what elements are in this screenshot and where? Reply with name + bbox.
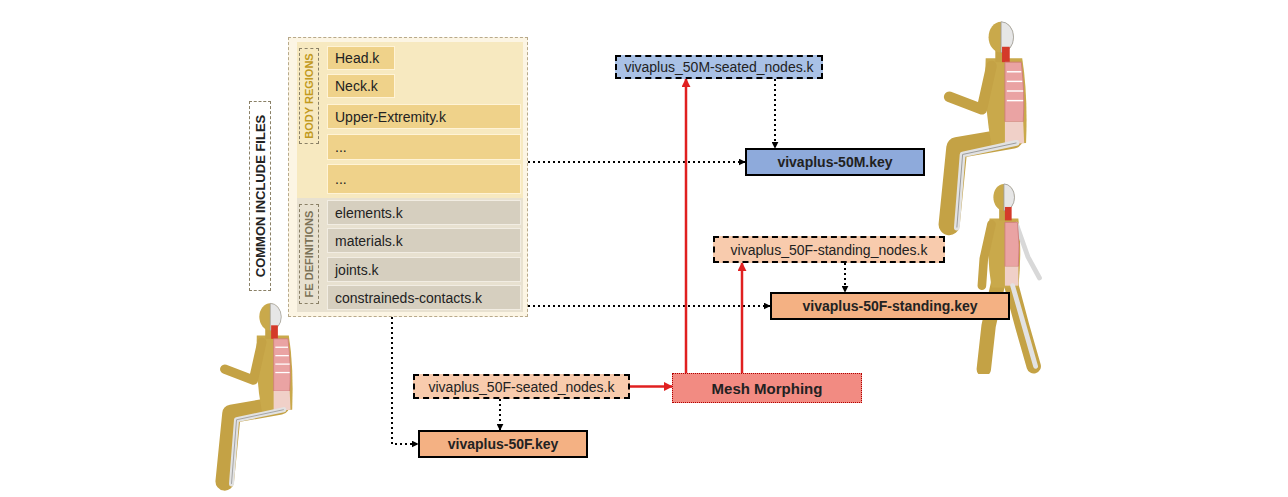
file-name: vivaplus_50M-seated_nodes.k [624,59,813,75]
morph-arrow [741,263,744,373]
seated-female-model [225,303,293,484]
include-file-cell: Head.k [327,46,395,70]
group-label-frame: BODY REGIONS [299,48,319,144]
key-file-box: vivaplus-50F.key [418,430,588,458]
file-name: Neck.k [335,78,378,94]
file-name: materials.k [335,233,403,249]
file-name: vivaplus-50M.key [777,154,892,170]
include-arrow [528,161,745,163]
file-name: Upper-Extremity.k [335,109,446,125]
group-label: BODY REGIONS [303,53,315,138]
file-group-band: elements.k materials.k joints.k constrained… [297,198,523,312]
panel-heading: COMMON INCLUDE FILES [253,115,268,278]
file-name: ... [335,139,347,155]
include-file-cell: materials.k [327,228,521,253]
file-name: joints.k [335,262,379,278]
process-box: Mesh Morphing [672,373,862,403]
seated-male-model [949,22,1026,228]
include-files-panel: Head.kNeck.kUpper-Extremity.k...... BODY … [288,37,528,317]
nodes-file-box: vivaplus_50F-seated_nodes.k [413,374,630,399]
include-file-cell: Neck.k [327,74,395,98]
morph-arrow [685,79,688,373]
key-file-box: vivaplus-50M.key [745,148,925,176]
file-name: vivaplus_50F-seated_nodes.k [428,379,614,395]
include-arrow [528,305,770,307]
file-name: elements.k [335,205,403,221]
file-name: vivaplus_50F-standing_nodes.k [731,242,928,258]
file-name: ... [335,171,347,187]
morph-arrow [630,385,672,388]
nodes-file-box: vivaplus_50F-standing_nodes.k [713,236,945,263]
include-file-cell: ... [327,164,521,194]
include-file-cell: constraineds-contacts.k [327,285,521,310]
file-name: vivaplus-50F-standing.key [802,298,977,314]
include-file-cell: Upper-Extremity.k [327,104,521,129]
key-file-box: vivaplus-50F-standing.key [770,292,1010,320]
include-arrow [499,399,501,430]
nodes-file-box: vivaplus_50M-seated_nodes.k [615,55,823,79]
file-group-band: Head.kNeck.kUpper-Extremity.k...... BODY … [297,42,523,198]
include-arrow [844,263,846,292]
file-name: constraineds-contacts.k [335,290,482,306]
include-arrow [774,79,776,148]
standing-female-model [982,184,1040,369]
include-file-cell: ... [327,134,521,160]
file-name: Mesh Morphing [712,380,823,397]
file-name: Head.k [335,50,379,66]
file-name: vivaplus-50F.key [448,436,559,452]
group-label: FE DEFINITIONS [303,211,315,298]
include-file-cell: elements.k [327,200,521,225]
include-file-cell: joints.k [327,257,521,282]
panel-heading-frame: COMMON INCLUDE FILES [249,101,271,291]
group-label-frame: FE DEFINITIONS [299,204,319,304]
